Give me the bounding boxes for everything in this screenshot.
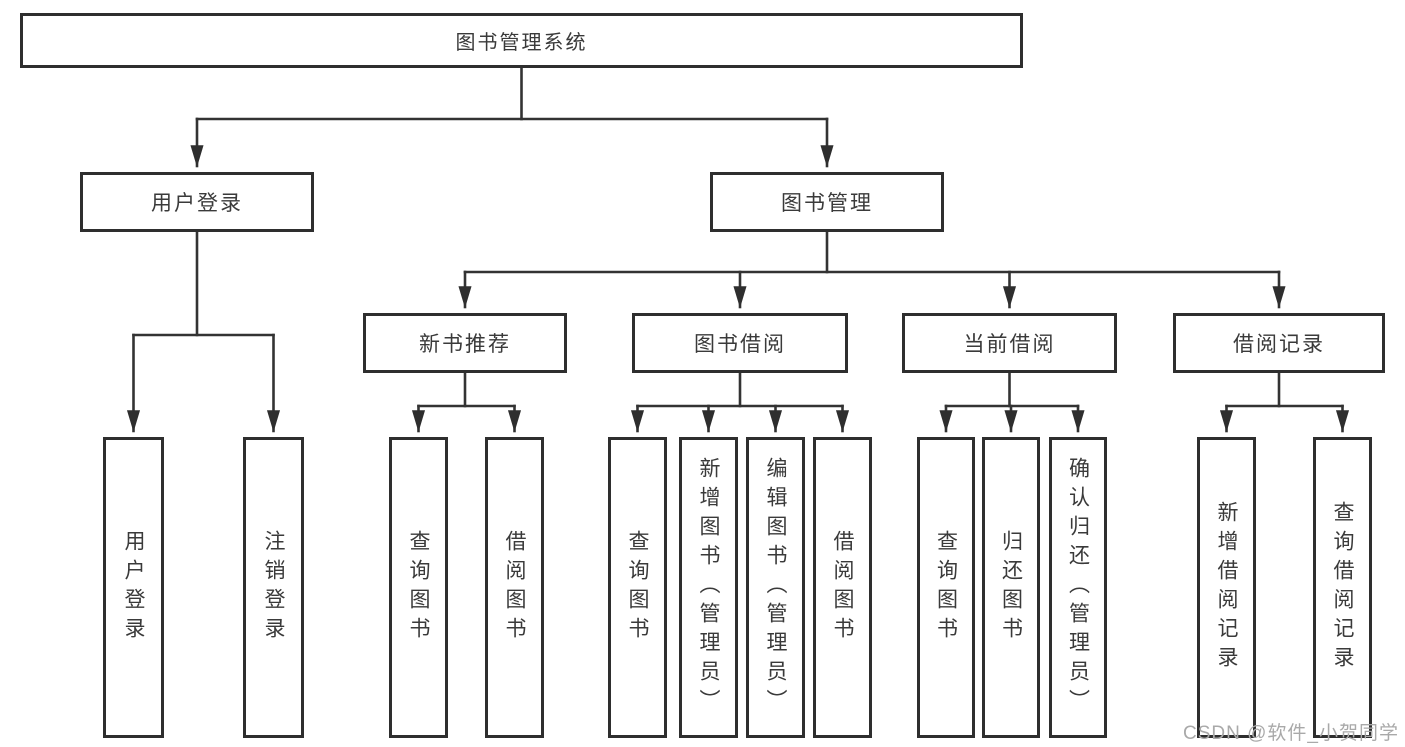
leaf-add-borrow-record: 新增借阅记录 — [1197, 437, 1256, 738]
csdn-watermark: CSDN @软件_小贺同学 — [1183, 723, 1399, 744]
leaf-query-borrow-record-label: 查询借阅记录 — [1331, 500, 1354, 675]
leaf-user-login-label: 用户登录 — [122, 529, 145, 646]
leaf-borrow-books-2: 借阅图书 — [813, 437, 872, 738]
node-user-login: 用户登录 — [80, 172, 314, 232]
leaf-query-books-3-label: 查询图书 — [934, 529, 958, 646]
node-current-borrowing: 当前借阅 — [902, 313, 1117, 373]
leaf-user-login: 用户登录 — [103, 437, 164, 738]
leaf-confirm-return-admin: 确认归还（管理员） — [1049, 437, 1107, 738]
node-book-management: 图书管理 — [710, 172, 944, 232]
leaf-borrow-books-2-label: 借阅图书 — [831, 529, 854, 646]
leaf-borrow-books-1: 借阅图书 — [485, 437, 544, 738]
leaf-query-borrow-record: 查询借阅记录 — [1313, 437, 1372, 738]
leaf-return-books: 归还图书 — [982, 437, 1040, 738]
leaf-confirm-return-admin-label: 确认归还（管理员） — [1066, 457, 1090, 718]
node-book-borrowing: 图书借阅 — [632, 313, 848, 373]
leaf-query-books-3: 查询图书 — [917, 437, 975, 738]
leaf-borrow-books-1-label: 借阅图书 — [503, 529, 526, 646]
node-borrowing-records: 借阅记录 — [1173, 313, 1385, 373]
leaf-query-books-1-label: 查询图书 — [407, 529, 430, 646]
leaf-return-books-label: 归还图书 — [999, 529, 1023, 646]
leaf-edit-books-admin: 编辑图书（管理员） — [746, 437, 805, 738]
leaf-query-books-2: 查询图书 — [608, 437, 667, 738]
leaf-edit-books-admin-label: 编辑图书（管理员） — [764, 457, 787, 718]
leaf-logout: 注销登录 — [243, 437, 304, 738]
leaf-query-books-2-label: 查询图书 — [626, 529, 649, 646]
leaf-add-borrow-record-label: 新增借阅记录 — [1215, 500, 1238, 675]
leaf-add-books-admin: 新增图书（管理员） — [679, 437, 738, 738]
node-new-book-recommendation: 新书推荐 — [363, 313, 567, 373]
leaf-query-books-1: 查询图书 — [389, 437, 448, 738]
node-library-system: 图书管理系统 — [20, 13, 1023, 68]
leaf-logout-label: 注销登录 — [262, 529, 285, 646]
leaf-add-books-admin-label: 新增图书（管理员） — [697, 457, 720, 718]
